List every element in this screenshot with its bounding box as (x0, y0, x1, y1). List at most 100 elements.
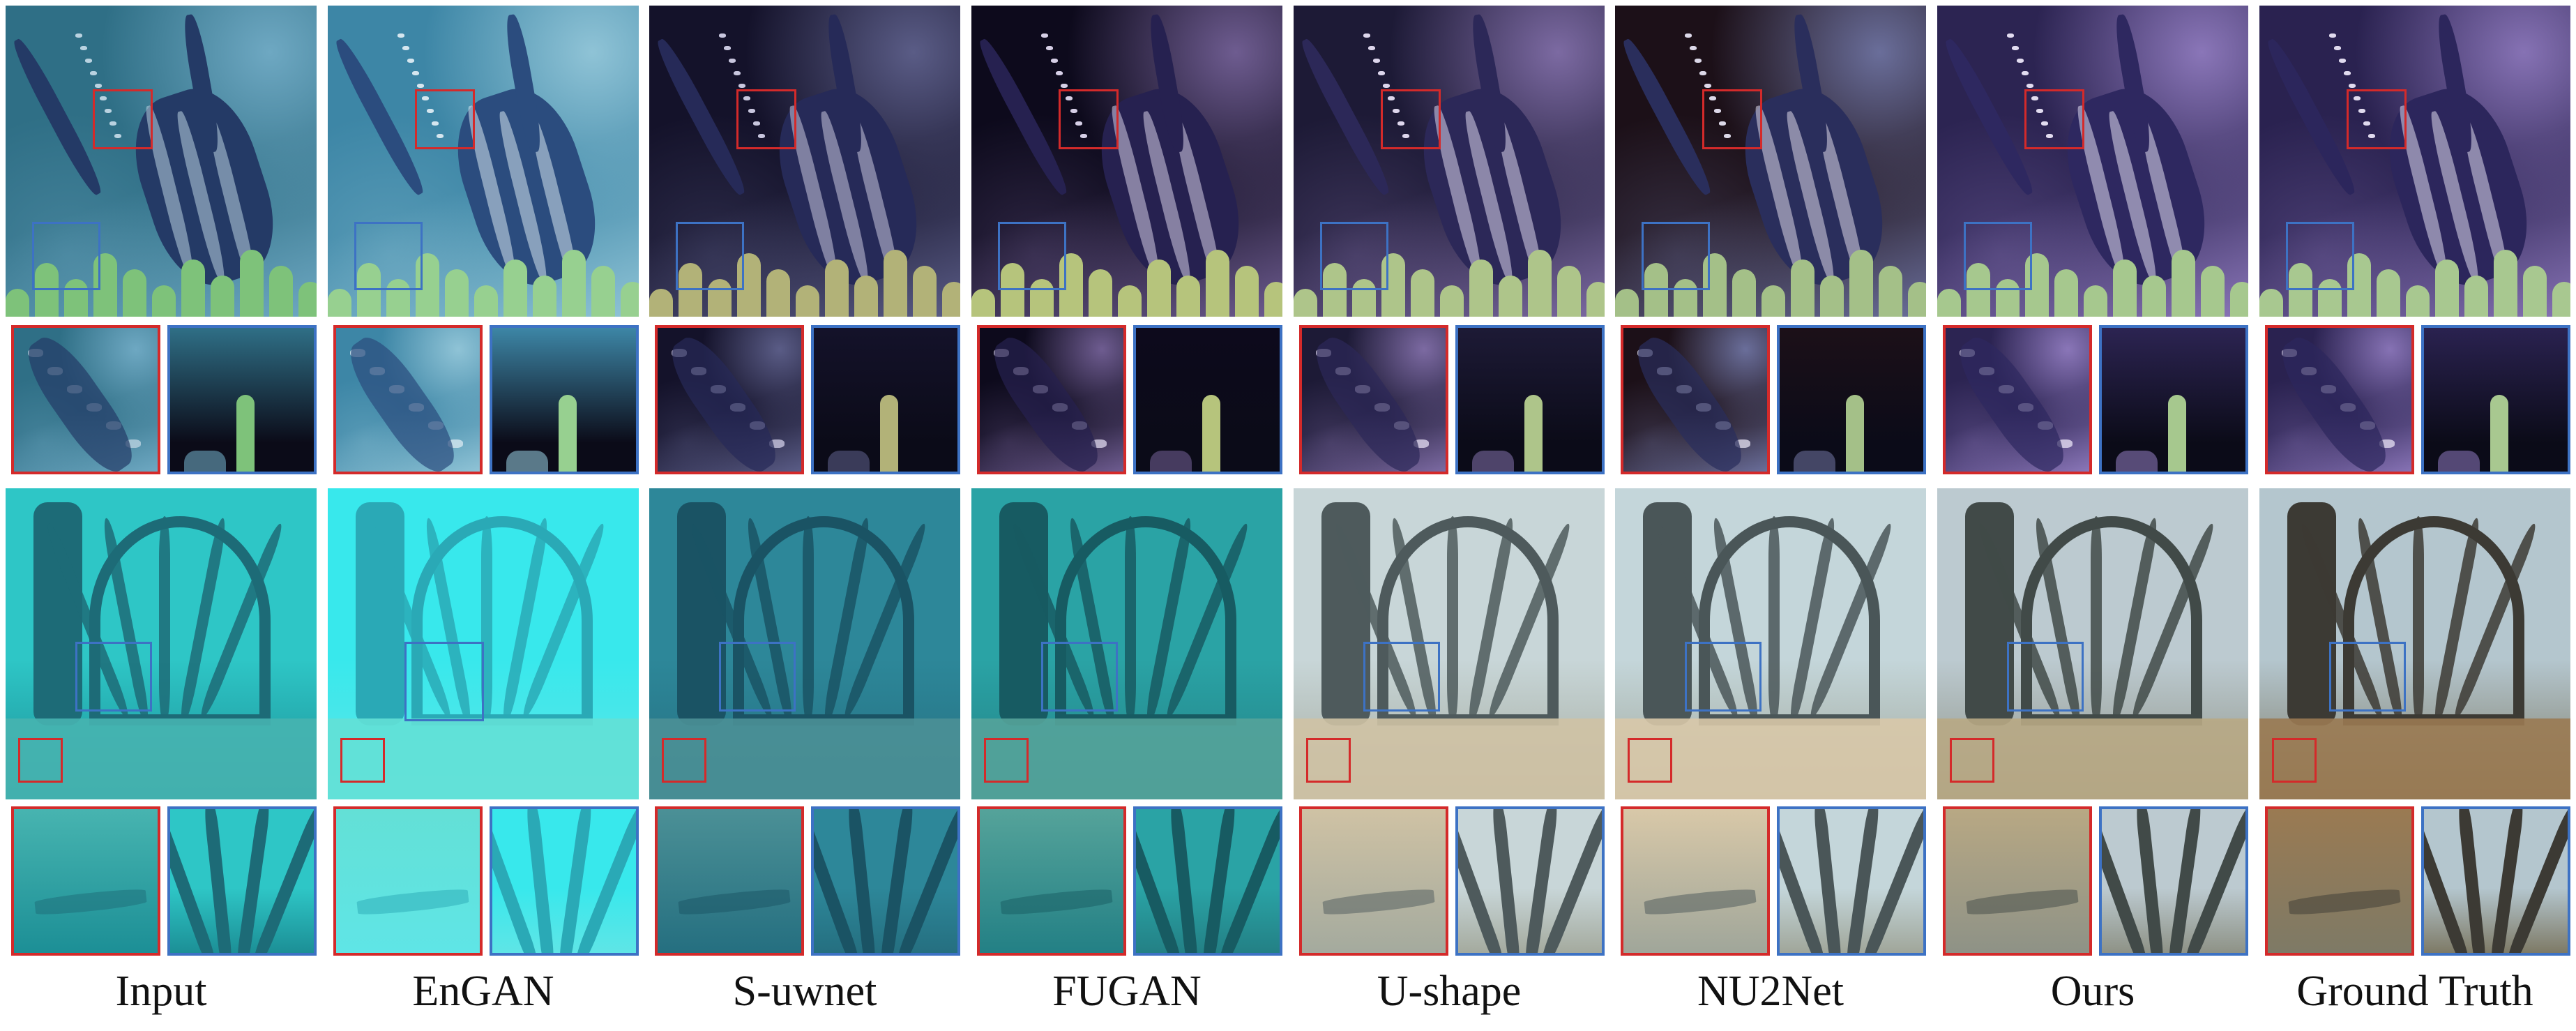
anemone-tentacle (1264, 282, 1282, 317)
fin-dot (758, 134, 765, 138)
blue-zoom-box (1642, 222, 1710, 290)
anemone-tentacle (2025, 253, 2049, 317)
red-zoom-box (415, 89, 475, 149)
column-label: Ground Truth (2296, 968, 2533, 1015)
anemone-tentacle (298, 282, 317, 317)
anemone-tentacle (854, 276, 878, 317)
anemone-tentacle (2464, 276, 2488, 317)
anemone-tentacle (708, 279, 732, 317)
anemone-tentacle (2490, 395, 2508, 472)
fish-body-fragment (1948, 328, 2076, 472)
sea-floor (2259, 718, 2570, 799)
blue-zoom-box (2329, 642, 2406, 712)
anemone-tentacle (152, 285, 176, 317)
fin-dot (1066, 96, 1073, 100)
anemone-tentacle (445, 269, 469, 317)
wreck-zoom-blue (167, 806, 317, 956)
red-zoom-box (1950, 738, 1994, 783)
fin-dot (743, 96, 750, 100)
anemone-tentacle (1235, 266, 1259, 317)
red-zoom-box (2272, 738, 2317, 783)
fin-dot (1051, 59, 1058, 63)
wreck-zoom-red (333, 806, 483, 956)
anemone-tentacle (1586, 282, 1605, 317)
wreck-zoom-red (977, 806, 1126, 956)
fish-image (1294, 6, 1605, 317)
anemone-tentacle (181, 259, 205, 317)
fish-zoom-red (2265, 325, 2414, 474)
fin-dot (437, 134, 444, 138)
anemone-tentacle (2347, 253, 2371, 317)
fin-dot (95, 84, 102, 88)
anemone-tentacle (942, 282, 960, 317)
fish-zoom-red (1621, 325, 1770, 474)
anemone-tentacle (1472, 451, 1514, 472)
fin-dot (1402, 134, 1409, 138)
anemone-tentacle (1791, 259, 1814, 317)
fish-zoom-blue (2099, 325, 2248, 474)
fin-dot (2339, 59, 2346, 63)
fish-body-fragment (660, 328, 788, 472)
fin-dot (2022, 71, 2029, 75)
fin-dot (1704, 84, 1711, 88)
anemone-tentacle (2259, 289, 2283, 317)
column-ours: Ours (1937, 0, 2248, 1031)
fin-dot (1383, 84, 1390, 88)
fish-zoom-red (1299, 325, 1448, 474)
fish-image (1937, 6, 2248, 317)
red-zoom-box (1306, 738, 1351, 783)
fin-dot (2031, 96, 2038, 100)
fin-dot (748, 109, 755, 113)
anemone-tentacle (1846, 395, 1864, 472)
debris (34, 887, 147, 917)
anemone-tentacle (240, 250, 264, 317)
anemone-tentacle (1794, 451, 1835, 472)
anemone-tentacle (2230, 282, 2248, 317)
anemone-tentacle (2172, 250, 2195, 317)
anemone-tentacle (1381, 253, 1405, 317)
blue-zoom-box (998, 222, 1066, 290)
wreck-zoom-blue (811, 806, 960, 956)
anemone-tentacle (1059, 253, 1083, 317)
fin-dot (1388, 96, 1395, 100)
fin-dot (100, 96, 107, 100)
wreck-zoom-blue (1455, 806, 1605, 956)
wreck-zoom-red (655, 806, 804, 956)
fin-dot (724, 46, 731, 50)
column-suwnet: S-uwnet (649, 0, 960, 1031)
anemone-tentacle (474, 285, 498, 317)
anemone-tentacle (2318, 279, 2342, 317)
anemone-tentacle (6, 289, 29, 317)
fin-dot (719, 33, 726, 38)
anemone-tentacle (1879, 266, 1902, 317)
fish-zoom-red (977, 325, 1126, 474)
fin-dot (2363, 121, 2370, 126)
anemone-tentacle (1849, 250, 1873, 317)
blue-zoom-box (404, 642, 484, 721)
fin-dot (417, 84, 424, 88)
fin-dot (2017, 59, 2024, 63)
anemone-tentacle (1440, 285, 1464, 317)
fin-dot (105, 109, 112, 113)
fin-dot (80, 46, 87, 50)
sea-floor (328, 718, 639, 799)
fish-zoom-blue (2421, 325, 2570, 474)
debris (2288, 887, 2401, 917)
anemone-tentacle (621, 282, 639, 317)
fin-dot (85, 59, 92, 63)
fish-zoom-blue (167, 325, 317, 474)
anemone-tentacle (1176, 276, 1200, 317)
fin-dot (1041, 33, 1048, 38)
wreck-zoom-red (2265, 806, 2414, 956)
sea-floor (649, 718, 960, 799)
red-zoom-box (2024, 89, 2084, 149)
fin-dot (2334, 46, 2341, 50)
fin-dot (2007, 33, 2014, 38)
anemone-tentacle (503, 259, 527, 317)
fin-dot (734, 71, 741, 75)
anemone-tentacle (1206, 250, 1229, 317)
anemone-tentacle (1732, 269, 1756, 317)
anemone-tentacle (2116, 451, 2158, 472)
column-label: S-uwnet (732, 968, 877, 1015)
fin-dot (1046, 46, 1053, 50)
